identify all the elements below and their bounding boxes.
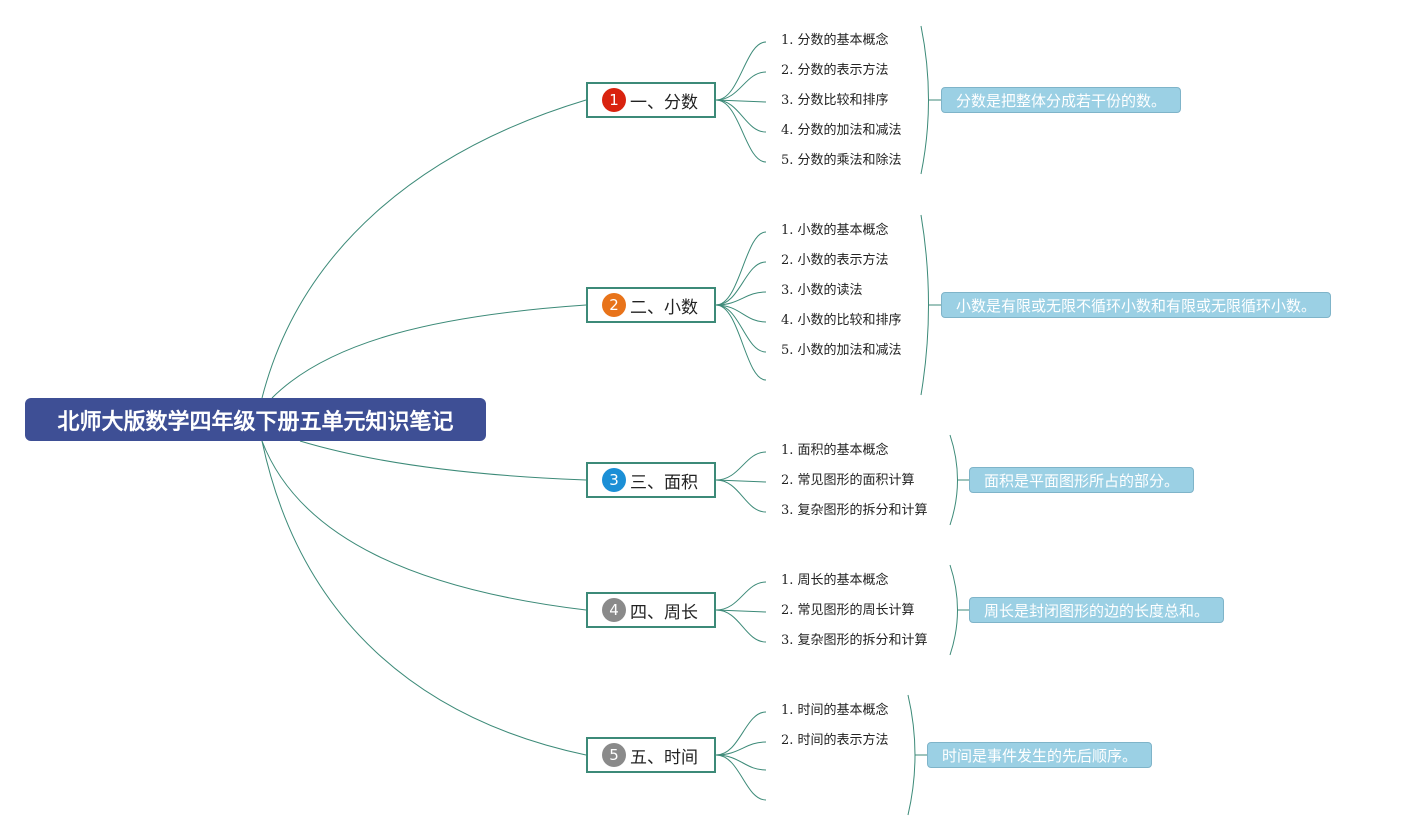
subtopic[interactable]: 3. 分数比较和排序 [781,93,889,108]
root-title: 北师大版数学四年级下册五单元知识笔记 [57,409,454,435]
branch-label: 二、小数 [630,297,698,318]
branch-perimeter[interactable]: 4 四、周长 [586,592,716,628]
branch-time[interactable]: 5 五、时间 [586,737,716,773]
summary-note[interactable]: 分数是把整体分成若干份的数。 [941,87,1182,113]
branch-label: 四、周长 [630,602,698,623]
subtopic[interactable]: 2. 分数的表示方法 [781,63,889,78]
summary-note[interactable]: 小数是有限或无限不循环小数和有限或无限循环小数。 [941,292,1332,318]
subtopic[interactable]: 3. 复杂图形的拆分和计算 [781,503,928,518]
summary-note[interactable]: 周长是封闭图形的边的长度总和。 [969,597,1225,623]
subtopic[interactable]: 4. 分数的加法和减法 [781,123,902,138]
number-badge-icon: 2 [602,293,626,317]
branch-label: 五、时间 [630,747,698,768]
branch-decimals[interactable]: 2 二、小数 [586,287,716,323]
subtopic[interactable]: 5. 小数的加法和减法 [781,343,902,358]
subtopic[interactable]: 1. 周长的基本概念 [781,573,889,588]
subtopic[interactable]: 1. 小数的基本概念 [781,223,889,238]
branch-fractions[interactable]: 1 一、分数 [586,82,716,118]
subtopic[interactable]: 2. 小数的表示方法 [781,253,889,268]
subtopic[interactable]: 1. 分数的基本概念 [781,33,889,48]
subtopic[interactable]: 4. 小数的比较和排序 [781,313,902,328]
number-badge-icon: 5 [602,743,626,767]
number-badge-icon: 3 [602,468,626,492]
subtopic[interactable]: 3. 复杂图形的拆分和计算 [781,633,928,648]
subtopic[interactable]: 2. 常见图形的面积计算 [781,473,915,488]
branch-label: 三、面积 [630,472,698,493]
number-badge-icon: 4 [602,598,626,622]
summary-note[interactable]: 时间是事件发生的先后顺序。 [927,742,1153,768]
branch-label: 一、分数 [630,92,698,113]
root-topic[interactable]: 北师大版数学四年级下册五单元知识笔记 [25,398,486,441]
number-badge-icon: 1 [602,88,626,112]
subtopic[interactable]: 2. 时间的表示方法 [781,733,889,748]
subtopic[interactable]: 3. 小数的读法 [781,283,863,298]
summary-note[interactable]: 面积是平面图形所占的部分。 [969,467,1195,493]
subtopic[interactable]: 5. 分数的乘法和除法 [781,153,902,168]
branch-area[interactable]: 3 三、面积 [586,462,716,498]
subtopic[interactable]: 2. 常见图形的周长计算 [781,603,915,618]
subtopic[interactable]: 1. 时间的基本概念 [781,703,889,718]
subtopic[interactable]: 1. 面积的基本概念 [781,443,889,458]
